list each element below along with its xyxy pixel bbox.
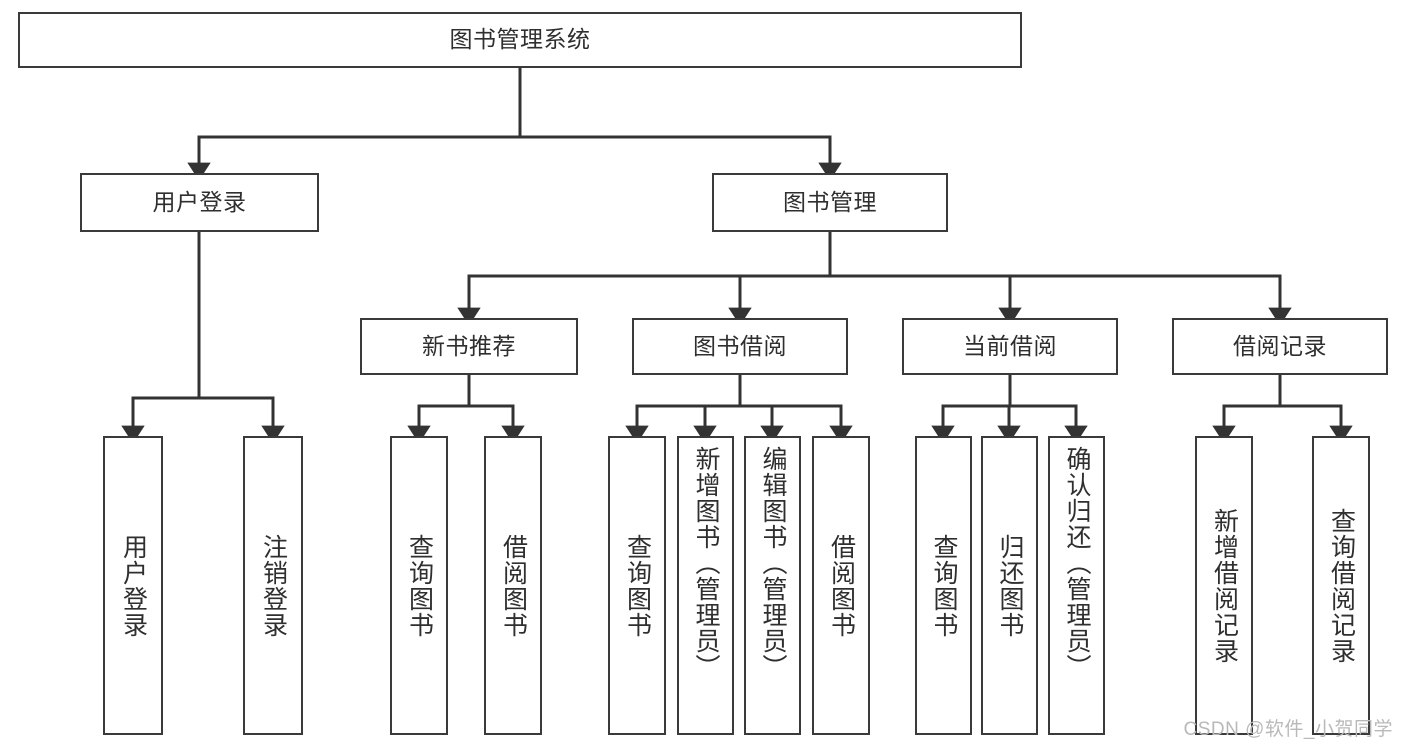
node-leaf-confirm-return[interactable]: 确认归还（管理员） — [1048, 436, 1105, 735]
node-leaf-borrow-book-1[interactable]: 借阅图书 — [484, 436, 542, 735]
node-label-book-borrow: 图书借阅 — [693, 332, 787, 359]
node-leaf-query-book-2[interactable]: 查询图书 — [608, 436, 666, 735]
node-label-leaf-borrow-book-1: 借阅图书 — [499, 533, 528, 638]
node-leaf-borrow-book-2[interactable]: 借阅图书 — [812, 436, 870, 735]
node-leaf-query-borrow-record[interactable]: 查询借阅记录 — [1312, 436, 1370, 735]
node-leaf-add-book[interactable]: 新增图书（管理员） — [677, 436, 734, 735]
node-book-management[interactable]: 图书管理 — [712, 173, 948, 232]
node-leaf-logout-login[interactable]: 注销登录 — [243, 436, 303, 735]
node-new-book-recommend[interactable]: 新书推荐 — [360, 318, 578, 375]
node-label-leaf-borrow-book-2: 借阅图书 — [827, 533, 856, 638]
node-label-book-management: 图书管理 — [783, 188, 877, 215]
node-label-leaf-add-book: 新增图书（管理员） — [692, 446, 720, 680]
node-label-user-login: 用户登录 — [152, 188, 247, 215]
node-label-leaf-logout-login: 注销登录 — [259, 533, 288, 638]
node-label-borrow-record: 借阅记录 — [1233, 332, 1327, 359]
node-leaf-edit-book[interactable]: 编辑图书（管理员） — [744, 436, 801, 735]
node-leaf-return-book[interactable]: 归还图书 — [981, 436, 1038, 735]
node-leaf-user-login[interactable]: 用户登录 — [103, 436, 163, 735]
node-label-leaf-query-book-1: 查询图书 — [405, 533, 434, 638]
node-leaf-query-book-1[interactable]: 查询图书 — [390, 436, 448, 735]
node-leaf-query-book-3[interactable]: 查询图书 — [915, 436, 972, 735]
csdn-watermark: CSDN @软件_小贺同学 — [1183, 719, 1393, 740]
node-leaf-add-borrow-record[interactable]: 新增借阅记录 — [1195, 436, 1253, 735]
node-label-leaf-return-book: 归还图书 — [996, 533, 1024, 638]
node-label-leaf-user-login: 用户登录 — [119, 533, 148, 638]
node-label-leaf-edit-book: 编辑图书（管理员） — [759, 446, 787, 680]
node-user-login[interactable]: 用户登录 — [80, 173, 319, 232]
node-label-new-book-recommend: 新书推荐 — [422, 332, 516, 359]
node-borrow-record[interactable]: 借阅记录 — [1172, 318, 1388, 375]
node-label-leaf-query-book-2: 查询图书 — [623, 533, 652, 638]
node-label-leaf-query-book-3: 查询图书 — [930, 533, 958, 638]
node-label-leaf-confirm-return: 确认归还（管理员） — [1063, 446, 1091, 680]
node-label-root: 图书管理系统 — [449, 26, 591, 53]
node-root[interactable]: 图书管理系统 — [18, 12, 1022, 68]
node-label-leaf-add-borrow-record: 新增借阅记录 — [1210, 507, 1239, 664]
node-book-borrow[interactable]: 图书借阅 — [632, 318, 848, 375]
node-current-borrow[interactable]: 当前借阅 — [902, 318, 1118, 375]
node-label-current-borrow: 当前借阅 — [963, 332, 1057, 359]
node-label-leaf-query-borrow-record: 查询借阅记录 — [1327, 507, 1356, 664]
